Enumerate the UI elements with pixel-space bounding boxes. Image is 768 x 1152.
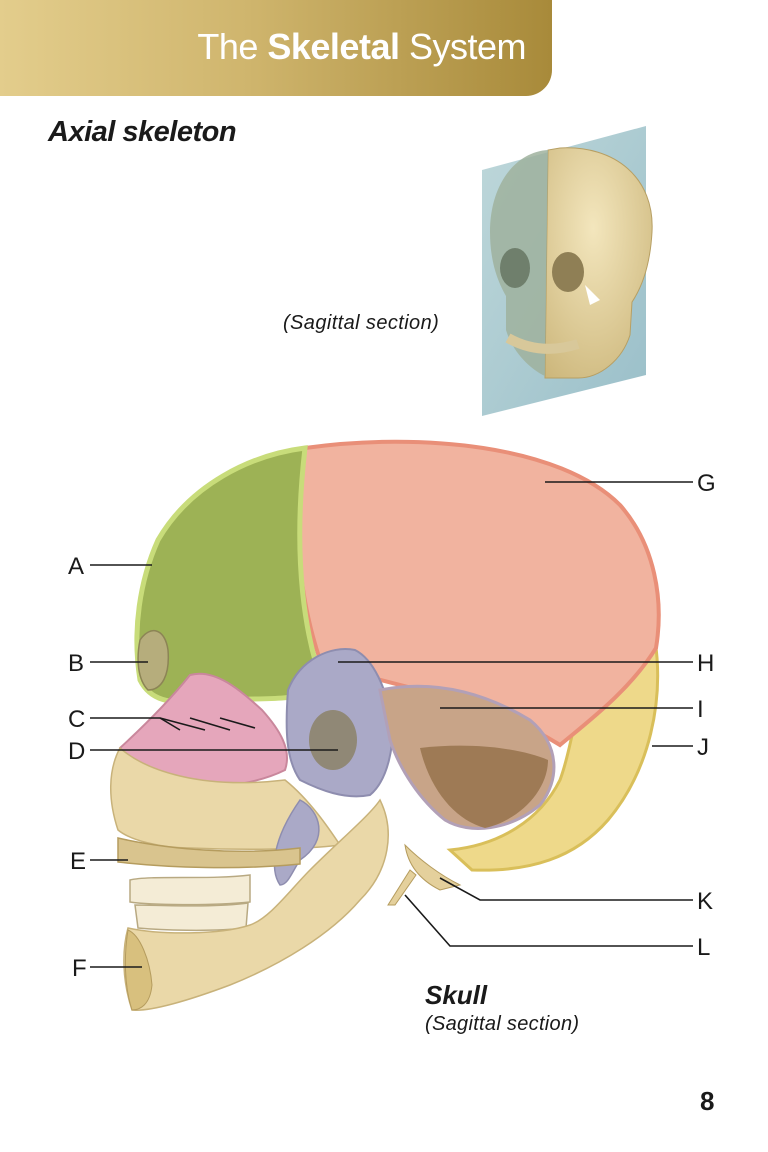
figure-subtitle: (Sagittal section)	[425, 1013, 580, 1035]
label-d: D	[68, 738, 85, 765]
diagram-labels: A B C D E F G H I J K L	[68, 470, 716, 982]
skull-section-illustration	[110, 439, 661, 1011]
inset-caption: (Sagittal section)	[283, 312, 440, 334]
inset-skull-illustration	[482, 126, 653, 416]
label-l: L	[697, 934, 710, 961]
header-banner: The Skeletal System	[0, 0, 552, 96]
label-a: A	[68, 553, 84, 580]
page-header-title: The Skeletal System	[197, 26, 526, 67]
label-b: B	[68, 650, 84, 677]
header-bold-word: Skeletal	[267, 26, 400, 67]
label-i: I	[697, 696, 704, 723]
page-number: 8	[700, 1086, 715, 1116]
label-g: G	[697, 470, 716, 497]
label-h: H	[697, 650, 714, 677]
label-j: J	[697, 734, 709, 761]
label-e: E	[70, 848, 86, 875]
figure-title: Skull	[425, 980, 488, 1010]
label-k: K	[697, 888, 713, 915]
leader-lines	[90, 481, 693, 968]
label-c: C	[68, 706, 85, 733]
label-f: F	[72, 955, 87, 982]
section-heading: Axial skeleton	[48, 116, 237, 148]
